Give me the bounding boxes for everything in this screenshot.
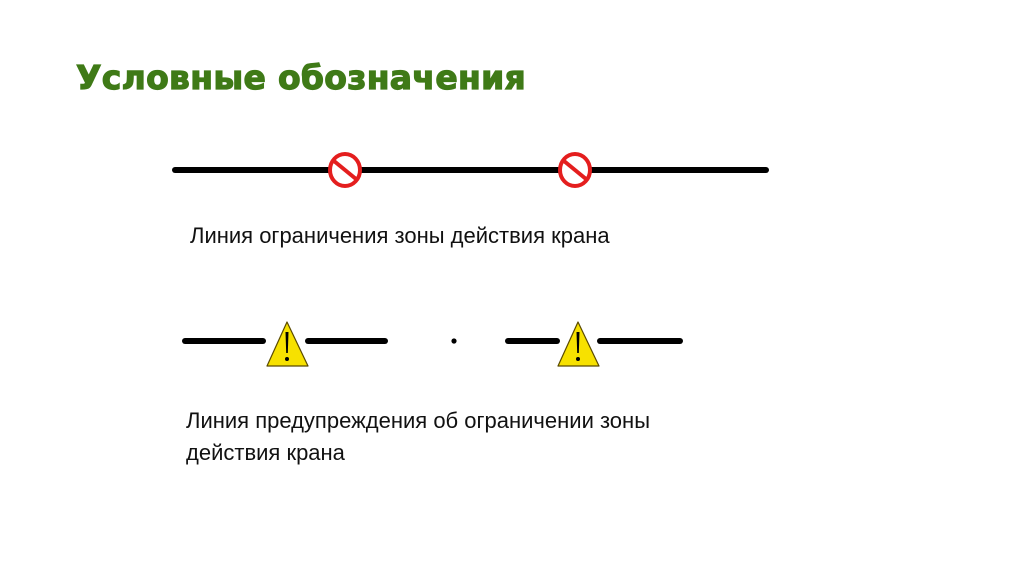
prohibition-sign-icon: [558, 152, 592, 188]
warning-triangle-icon: [266, 321, 309, 367]
prohibition-sign-icon: [328, 152, 362, 188]
warning-line-symbol: [182, 338, 683, 344]
restriction-line-caption: Линия ограничения зоны действия крана: [190, 223, 610, 248]
warning-triangle-icon: [557, 321, 600, 367]
warning-line-caption-line2: действия крана: [186, 440, 345, 465]
warning-line-caption-line1: Линия предупреждения об ограничении зоны: [186, 408, 651, 433]
slide-title: Условные обозначения: [75, 57, 527, 97]
restriction-line-symbol: [172, 152, 769, 188]
